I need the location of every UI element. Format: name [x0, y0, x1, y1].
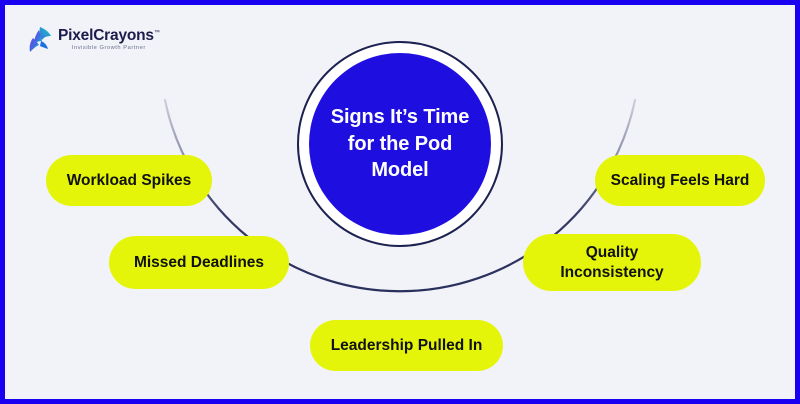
hummingbird-icon [29, 27, 51, 52]
center-circle: Signs It’s Time for the Pod Model [297, 41, 503, 247]
node-missed-deadlines[interactable]: Missed Deadlines [109, 236, 289, 289]
node-quality-inconsistency[interactable]: Quality Inconsistency [523, 234, 701, 291]
center-title: Signs It’s Time for the Pod Model [330, 106, 470, 182]
logo-wordmark: PixelCrayons™ [58, 26, 160, 44]
center-circle-fill: Signs It’s Time for the Pod Model [309, 53, 491, 235]
node-scaling-feels-hard[interactable]: Scaling Feels Hard [595, 155, 765, 206]
node-leadership-pulled-in[interactable]: Leadership Pulled In [310, 320, 503, 371]
logo-tagline: Invisible Growth Partner [71, 45, 146, 52]
node-workload-spikes[interactable]: Workload Spikes [46, 155, 212, 206]
brand-logo: PixelCrayons™ Invisible Growth Partner [27, 25, 160, 55]
trademark-symbol: ™ [153, 29, 160, 36]
